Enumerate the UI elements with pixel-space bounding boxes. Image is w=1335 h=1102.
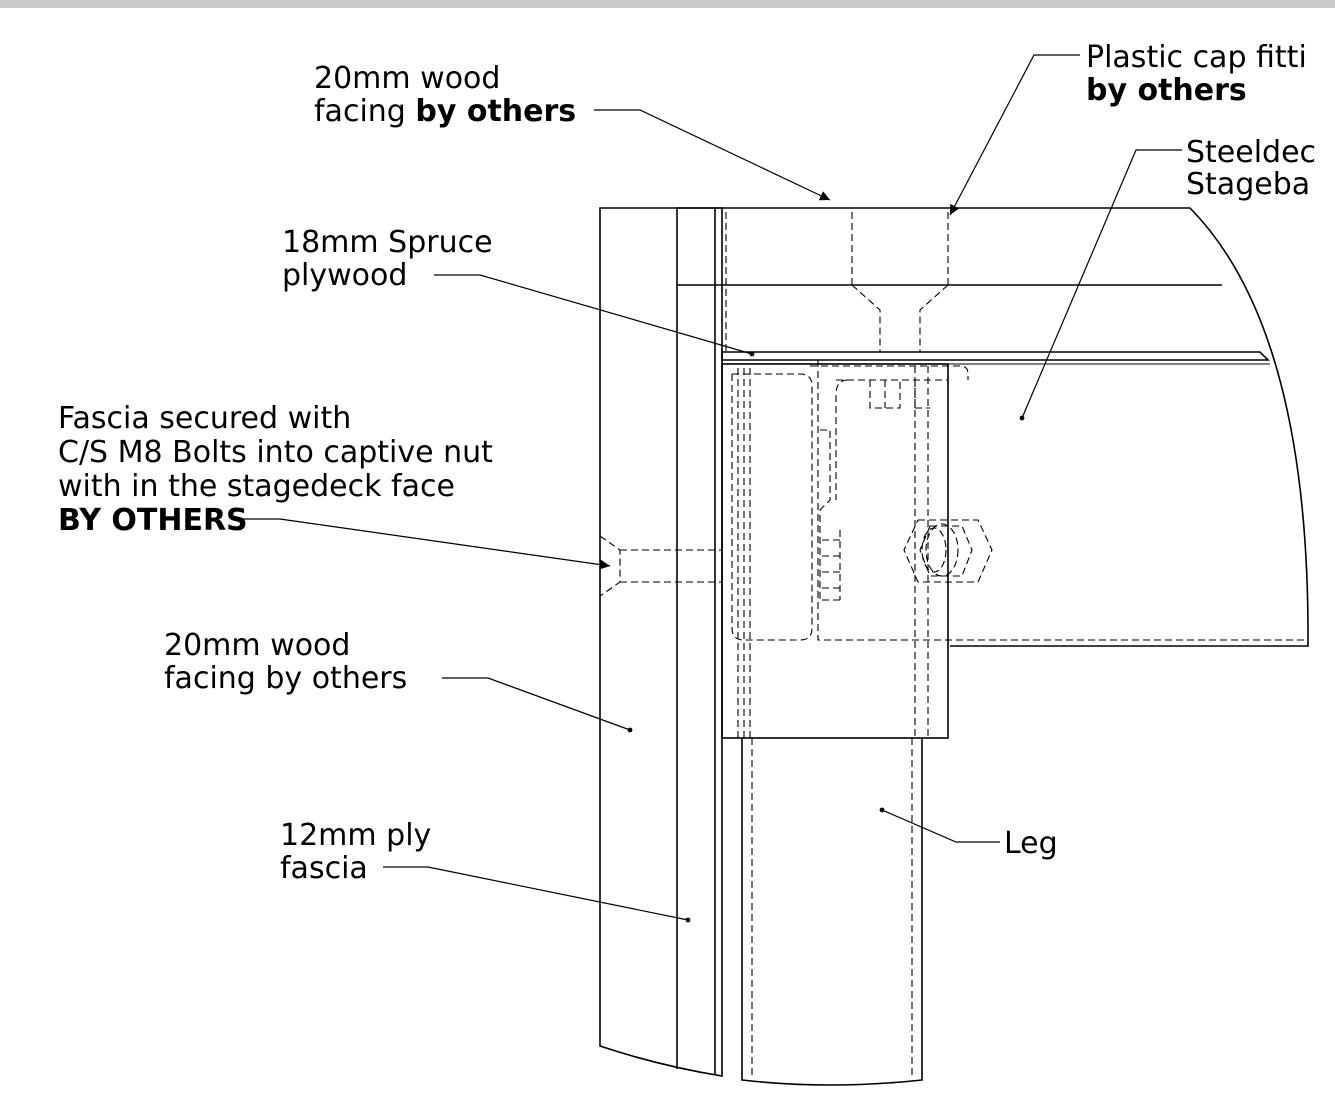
- callout-text: 12mm ply: [280, 818, 431, 853]
- callout-text: Stageba: [1186, 167, 1310, 202]
- callout-text: 18mm Spruce: [282, 225, 493, 260]
- callout-leg: Leg: [1004, 826, 1058, 861]
- callout-spruce-plywood: 18mm Spruce plywood: [282, 225, 493, 293]
- bolt-and-nut: [599, 519, 993, 597]
- callout-text: C/S M8 Bolts into captive nut: [58, 435, 493, 470]
- callout-text: Fascia secured with: [58, 401, 351, 436]
- callout-ply-fascia: 12mm ply fascia: [280, 818, 431, 886]
- callout-text: facing by others: [164, 661, 407, 696]
- leg: [741, 738, 923, 1086]
- callout-wood-facing-side: 20mm wood facing by others: [164, 628, 407, 696]
- callout-plastic-cap: Plastic cap fitti by others: [1086, 40, 1307, 108]
- callout-text: Plastic cap fitti: [1086, 40, 1307, 75]
- stagedeck: [677, 207, 1309, 647]
- callout-text: plywood: [282, 258, 407, 293]
- callout-text: with in the stagedeck face: [58, 469, 455, 504]
- callout-text: Leg: [1004, 826, 1058, 861]
- callout-text: fascia: [280, 851, 368, 886]
- fascia-assembly: [599, 207, 723, 1077]
- callout-text: 20mm wood: [164, 628, 350, 663]
- callout-text: 20mm wood: [314, 61, 500, 96]
- top-border: [0, 0, 1335, 8]
- leader-lines: [238, 54, 1182, 923]
- callout-fascia-secured: Fascia secured with C/S M8 Bolts into ca…: [58, 401, 493, 538]
- callout-text: by others: [1086, 73, 1247, 108]
- callout-wood-facing-top: 20mm wood facing by others: [314, 61, 576, 129]
- callout-text: BY OTHERS: [58, 503, 248, 538]
- callout-steeldeck: Steeldec Stageba: [1186, 135, 1316, 202]
- callout-text: Steeldec: [1186, 135, 1316, 170]
- callout-text: facing by others: [314, 94, 576, 129]
- leg-socket: [721, 363, 949, 739]
